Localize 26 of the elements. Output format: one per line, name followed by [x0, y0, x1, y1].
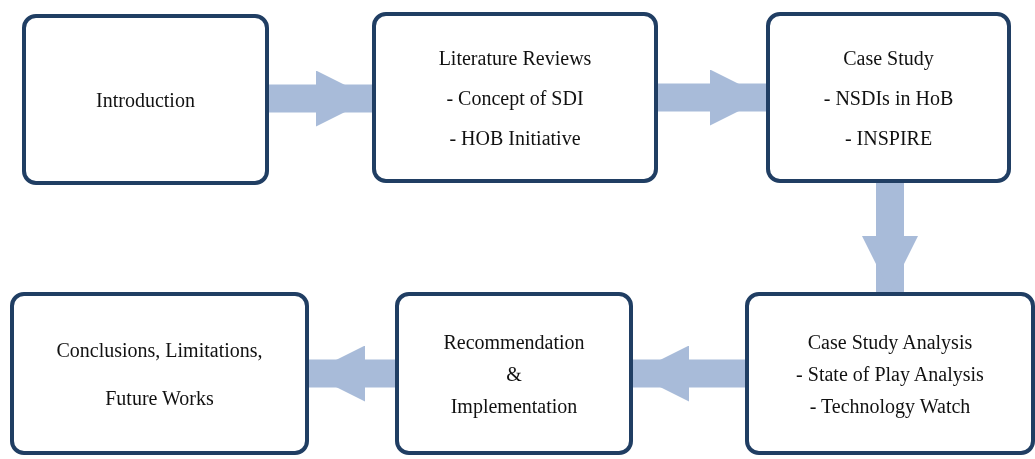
- block-arrow: [633, 345, 745, 402]
- box-text: - NSDIs in HoB: [823, 85, 954, 110]
- process-box: [766, 12, 1011, 183]
- process-box: [395, 292, 633, 455]
- box-text: Literature Reviews: [438, 45, 592, 70]
- box-text: Implementation: [450, 393, 578, 418]
- process-box: [745, 292, 1035, 455]
- block-arrow: [862, 183, 918, 292]
- box-text: - HOB Initiative: [449, 125, 581, 150]
- box-text: Case Study: [843, 45, 934, 70]
- box-text: - INSPIRE: [844, 125, 933, 150]
- process-box: [10, 292, 309, 455]
- block-arrow: [309, 345, 395, 402]
- box-text: Introduction: [96, 87, 195, 112]
- box-text: - Concept of SDI: [446, 85, 584, 110]
- box-text: Case Study Analysis: [807, 329, 973, 354]
- process-box: [372, 12, 658, 183]
- box-text: - Technology Watch: [809, 393, 971, 418]
- box-text: Future Works: [105, 385, 214, 410]
- process-box: [22, 14, 269, 185]
- box-text: Conclusions, Limitations,: [56, 337, 263, 362]
- box-text: Recommendation: [443, 329, 585, 354]
- box-text: &: [506, 361, 522, 386]
- box-text: - State of Play Analysis: [796, 361, 984, 386]
- block-arrow: [269, 70, 372, 127]
- block-arrow: [658, 69, 766, 126]
